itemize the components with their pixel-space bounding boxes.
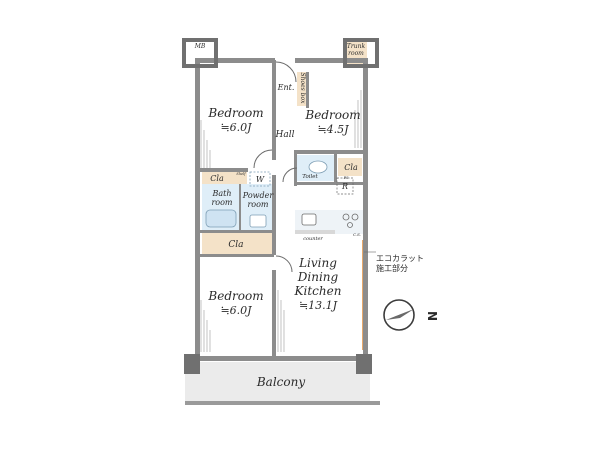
washer-box-icon [249,171,271,187]
ldk-size: ≒13.1J [299,299,338,312]
entrance-label: Ent. [277,83,295,92]
ldk-line3: Kitchen [294,284,342,298]
counter-icon [295,230,335,234]
bath-line2: room [211,198,232,207]
shelf-label: Shelf [236,172,246,176]
toilet-door [282,167,298,183]
balcony-area [185,362,370,402]
hall-label: Hall [275,130,295,140]
closet-top-left-area [202,172,247,184]
pantry-label: PS [343,176,349,180]
refrigerator-label: R [341,182,348,191]
window-hatch-right-top [354,90,362,148]
bedroom-ne-size: ≒4.5J [317,123,349,136]
window-hatch-left-bottom [200,300,211,352]
sink-icon [301,213,317,226]
ldk-line1: Living [298,256,337,270]
storage-label: C.S. [353,232,361,237]
counter-label: counter [303,236,323,242]
annotation-line2: 施工部分 [376,263,408,273]
shoes-box-area [297,72,306,106]
bathtub-icon [205,209,237,228]
closet-top-right-area [338,158,362,176]
powder-line1: Powder [242,191,275,200]
toilet-label: Toilet [302,174,318,180]
window-hatch-center [277,290,285,352]
shoes-box-label: Shoes box [299,73,306,105]
closet-middle-label: Cla [228,240,243,250]
refrigerator-box-icon [336,177,354,195]
stove-icon [342,213,359,228]
powder-line2: room [247,200,268,209]
balcony-label: Balcony [256,375,305,389]
annotation-line1: エコカラット [376,254,424,263]
bedroom-nw-name: Bedroom [207,106,263,120]
window-hatch-left-top [200,120,211,168]
bath-line1: Bath [211,189,231,198]
closet-middle-area [202,232,272,254]
toilet-icon [308,160,328,174]
balcony-rail [185,401,380,405]
bedroom-ne-name: Bedroom [304,108,360,122]
entrance-door [275,61,297,83]
hall-door [253,149,273,169]
trunk-room-line1: Trunk [347,43,366,50]
ldk-door [275,255,293,273]
ldk-line2: Dining [297,270,339,284]
bedroom-sw-name: Bedroom [207,289,263,303]
compass-icon [383,299,415,331]
bedroom-sw-size: ≒6.0J [220,304,252,317]
compass-north-label: N [425,311,439,321]
bedroom-nw-size: ≒6.0J [220,121,252,134]
washbasin-icon [249,214,267,228]
mb-label: MB [194,43,206,50]
trunk-room-line2: room [348,50,364,57]
closet-top-left-label: Cla [210,174,224,183]
washer-label: W [256,175,265,184]
closet-top-right-label: Cla [344,163,358,172]
